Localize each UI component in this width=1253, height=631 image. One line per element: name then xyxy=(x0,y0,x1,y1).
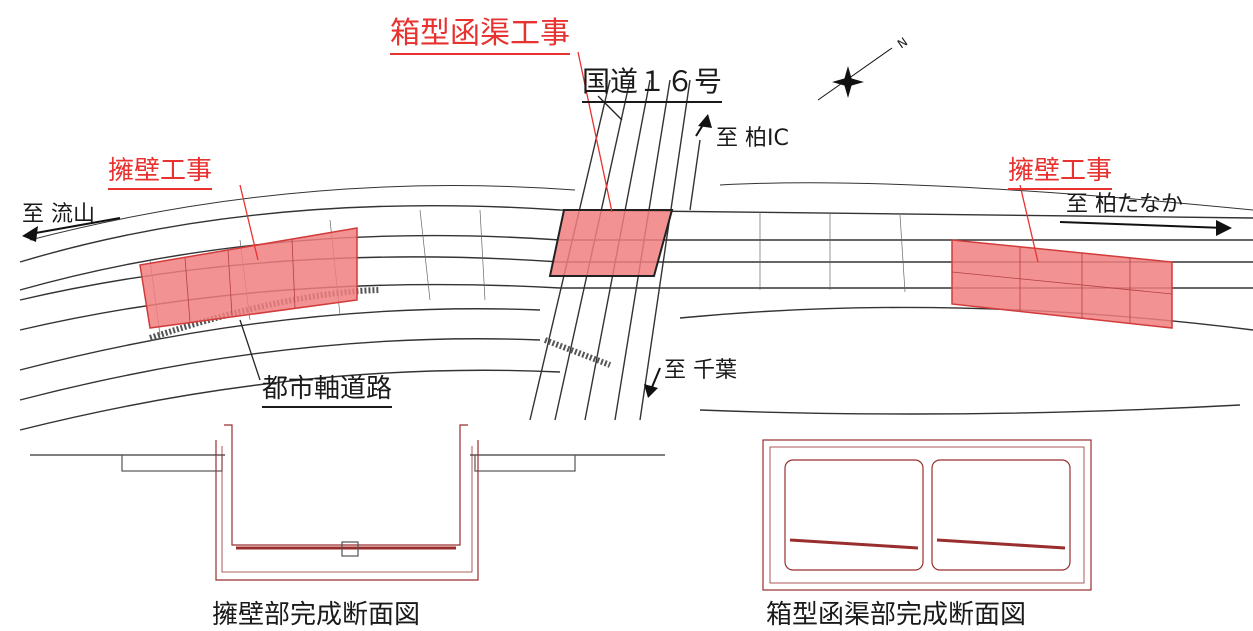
work-areas xyxy=(139,209,1173,329)
label-route16: 国道１６号 xyxy=(582,60,723,103)
arrow-to-chiba xyxy=(644,367,661,398)
label-city-axis-road: 都市軸道路 xyxy=(262,368,393,408)
leader-box-culvert xyxy=(577,51,613,213)
leader-wall-right xyxy=(1019,184,1039,263)
label-to-kashiwa-tanaka: 至 柏たなか xyxy=(1066,192,1183,217)
label-to-kashiwa-ic: 至 柏IC xyxy=(716,126,789,151)
leader-lines xyxy=(239,51,1039,381)
box-culvert-section xyxy=(762,439,1092,591)
arrow-to-kashiwa-ic xyxy=(695,114,712,137)
box-culvert-area xyxy=(548,209,674,277)
arrow-to-nagareyama xyxy=(22,217,121,242)
box-culvert-section-title: 箱型函渠部完成断面図 xyxy=(766,600,1027,630)
label-retaining-wall-right: 擁壁工事 xyxy=(1008,150,1113,190)
direction-arrows xyxy=(22,114,1232,398)
retaining-wall-area-left xyxy=(139,227,358,329)
leader-wall-left xyxy=(239,184,259,261)
leader-route16 xyxy=(597,95,623,121)
retaining-wall-section xyxy=(30,424,665,581)
leader-city-road xyxy=(239,319,261,381)
arrow-to-kashiwa-tanaka xyxy=(1059,220,1232,236)
label-box-culvert-work: 箱型函渠工事 xyxy=(390,8,570,55)
label-to-nagareyama: 至 流山 xyxy=(22,202,95,227)
retaining-wall-area-right-dividers xyxy=(951,247,1173,323)
label-to-chiba: 至 千葉 xyxy=(664,358,737,383)
north-compass-icon xyxy=(817,47,893,101)
retaining-wall-area-right xyxy=(951,239,1173,329)
retaining-wall-area-left-dividers xyxy=(184,238,296,323)
retaining-wall-section-title: 擁壁部完成断面図 xyxy=(212,600,421,630)
label-retaining-wall-left: 擁壁工事 xyxy=(108,150,213,190)
